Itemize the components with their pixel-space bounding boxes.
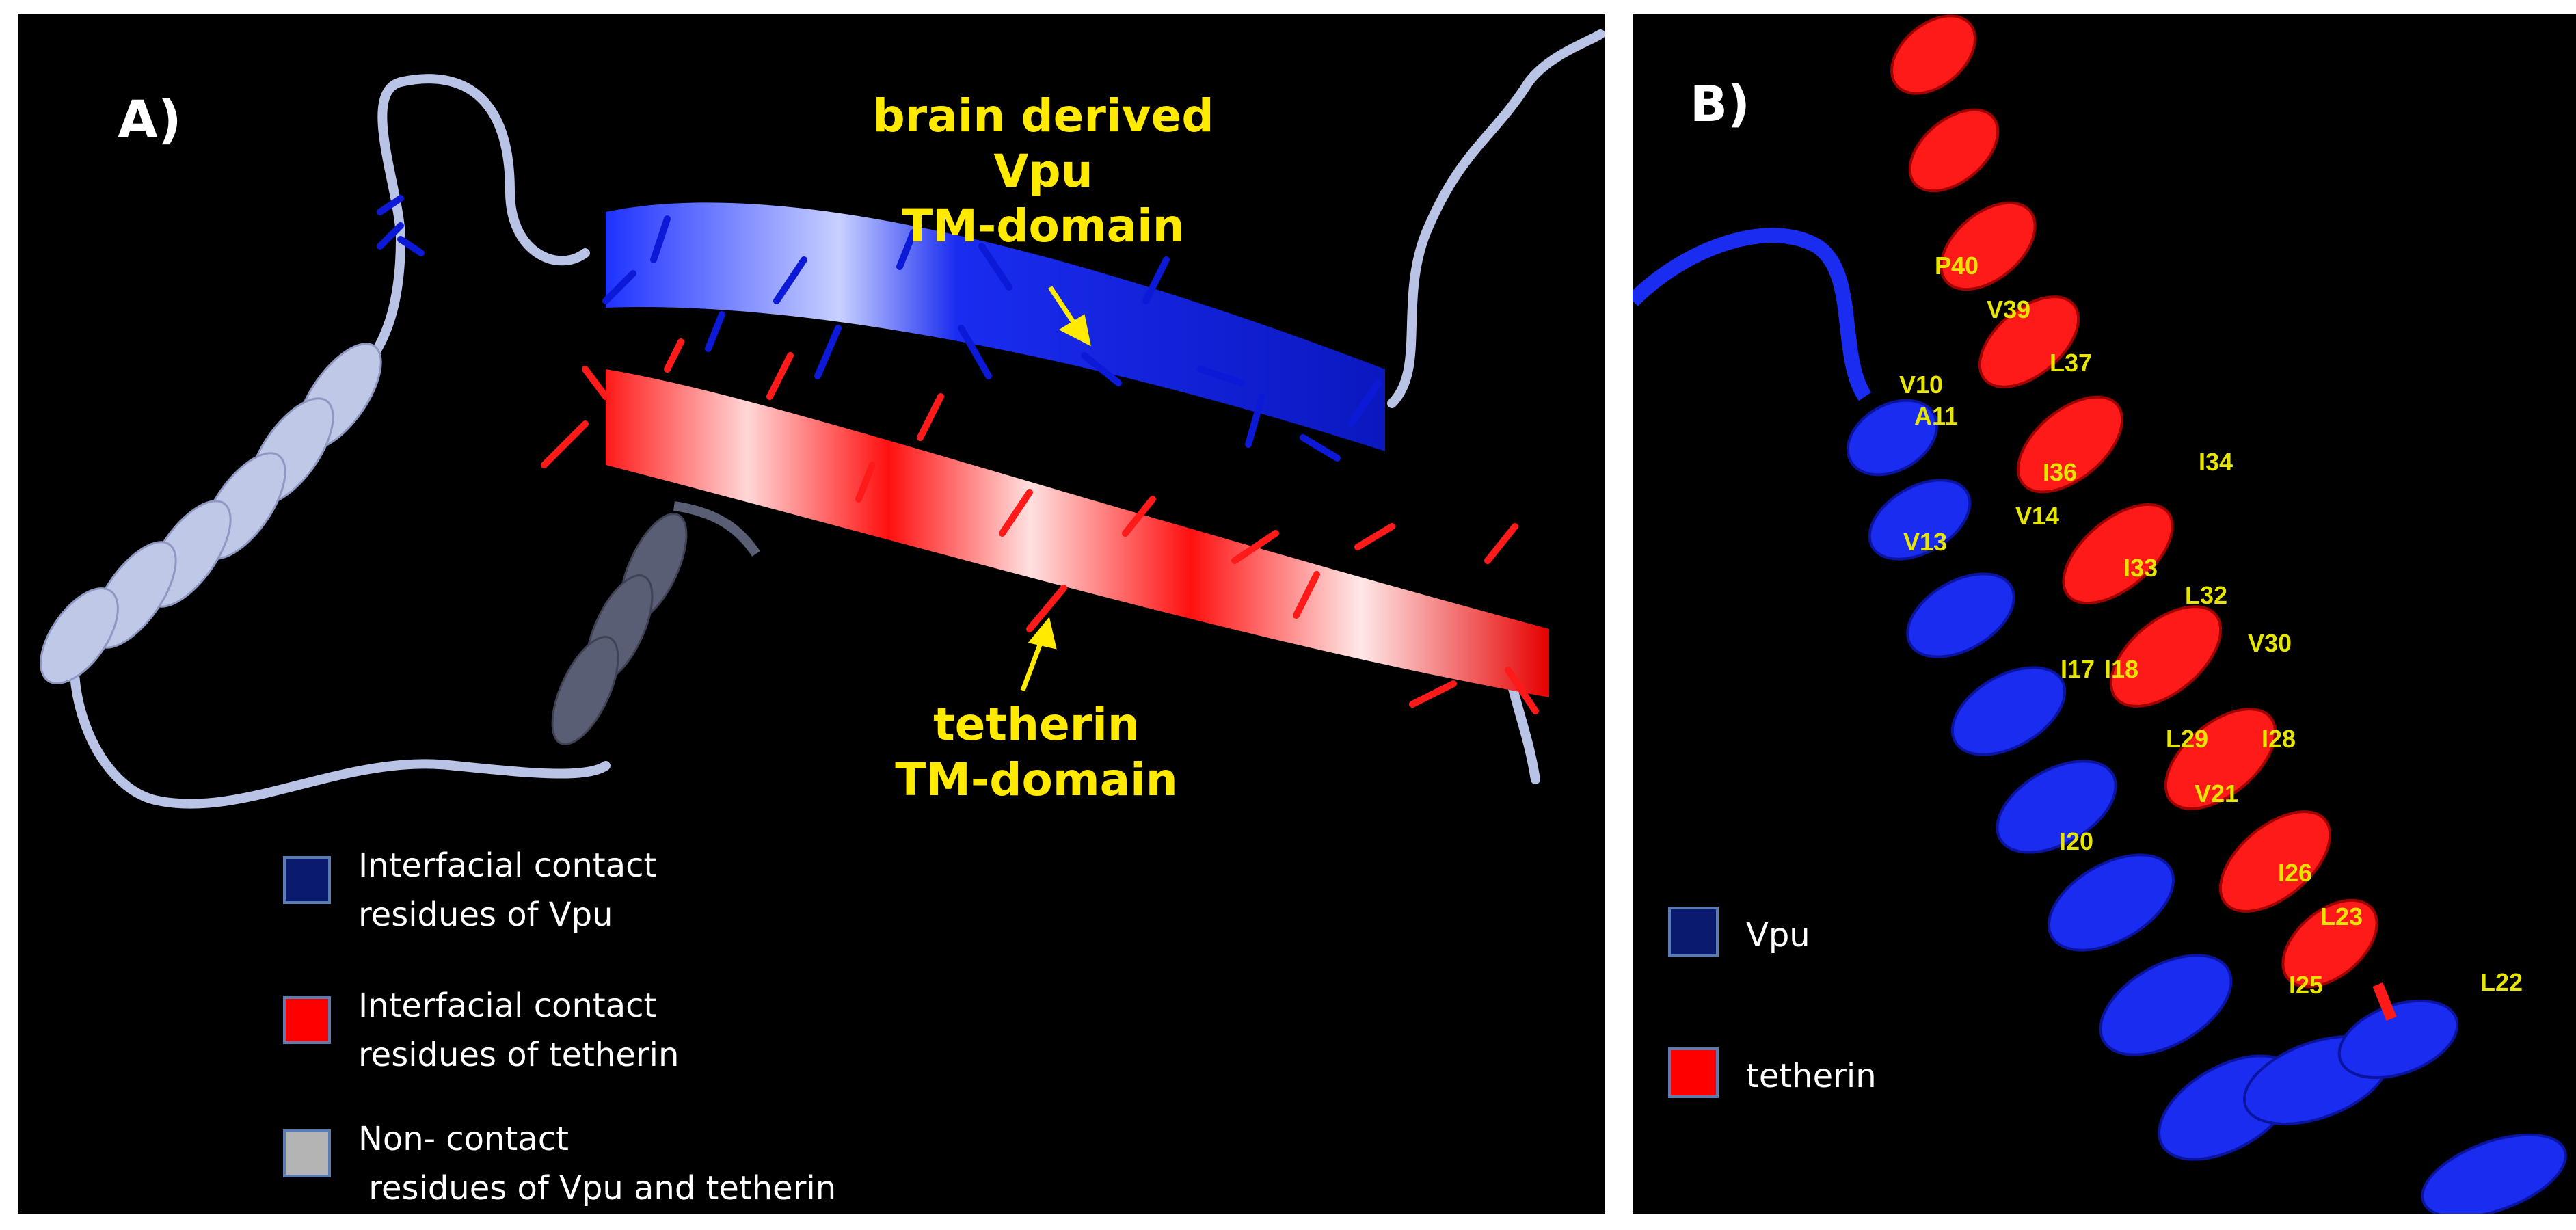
noncontact-helix-left (40, 343, 382, 684)
residue-label: I18 (2104, 655, 2139, 683)
legend-text: Interfacial contact residues of Vpu (358, 846, 657, 934)
residue-label: L29 (2166, 725, 2209, 753)
vpu-annotation-line-3: TM-domain (902, 200, 1185, 253)
legend-swatch (283, 1129, 331, 1177)
tetherin-helix-b (1890, 14, 2397, 1021)
vpu-annotation-line-2: Vpu (993, 144, 1093, 198)
tetherin-helix (541, 338, 1549, 714)
legend-text: Interfacial contact residues of tetherin (358, 987, 680, 1074)
legend-vpu-contact: Interfacial contact residues of Vpu (283, 841, 656, 939)
residue-label: I20 (2059, 827, 2094, 855)
legend-tetherin: tetherin (1668, 1047, 1877, 1101)
legend-swatch (1668, 1047, 1719, 1098)
residue-label: I28 (2262, 725, 2296, 753)
vpu-helix-b (1633, 228, 2567, 1214)
residue-label: I26 (2278, 859, 2313, 887)
tetherin-annotation: tetherin TM-domain (879, 697, 1194, 807)
residue-label: V13 (1903, 528, 1948, 556)
residue-label: V30 (2248, 629, 2292, 657)
residue-label: I36 (2043, 458, 2078, 486)
panel-b-label: B) (1690, 75, 1750, 133)
vpu-annotation-line-1: brain derived (872, 90, 1214, 142)
residue-label: I25 (2289, 971, 2324, 999)
residue-label: L22 (2480, 968, 2523, 996)
legend-swatch (1668, 907, 1719, 957)
legend-swatch (283, 996, 331, 1044)
panel-a-label: A) (118, 89, 182, 150)
tetherin-annotation-line-1: tetherin (933, 698, 1140, 751)
legend-text: Non- contact residues of Vpu and tetheri… (358, 1120, 837, 1207)
residue-label: L37 (2050, 349, 2093, 377)
legend-swatch (283, 856, 331, 904)
residue-label: I17 (2061, 655, 2095, 683)
legend-vpu: Vpu (1668, 907, 1810, 960)
residue-label: A11 (1914, 402, 1959, 430)
residue-label: V14 (2015, 502, 2060, 530)
panel-b-structure-render (1633, 14, 2567, 1214)
legend-tetherin-contact: Interfacial contact residues of tetherin (283, 981, 679, 1080)
legend-noncontact: Non- contact residues of Vpu and tetheri… (283, 1114, 836, 1213)
legend-text: Vpu (1746, 916, 1810, 954)
residue-label: V39 (1987, 295, 2031, 323)
residue-label: L23 (2320, 903, 2363, 931)
legend-text: tetherin (1746, 1057, 1877, 1095)
panel-a-structure-render (40, 29, 1605, 809)
panel-b: B) P40 V39 L37 V10 A11 I36 I34 V14 V13 I… (1633, 14, 2576, 1214)
vpu-helix (377, 195, 1385, 462)
residue-label: P40 (1935, 252, 1979, 280)
noncontact-helix-dark (551, 501, 760, 745)
residue-label: V21 (2195, 779, 2239, 807)
panel-a: A) brain derived Vpu TM-domain tetherin … (18, 14, 1605, 1214)
tetherin-annotation-line-2: TM-domain (895, 753, 1178, 806)
vpu-annotation: brain derived Vpu TM-domain (838, 89, 1248, 254)
residue-label: I34 (2199, 448, 2233, 476)
residue-label: I33 (2123, 554, 2158, 582)
residue-label: L32 (2185, 581, 2228, 609)
residue-label: V10 (1899, 371, 1944, 399)
